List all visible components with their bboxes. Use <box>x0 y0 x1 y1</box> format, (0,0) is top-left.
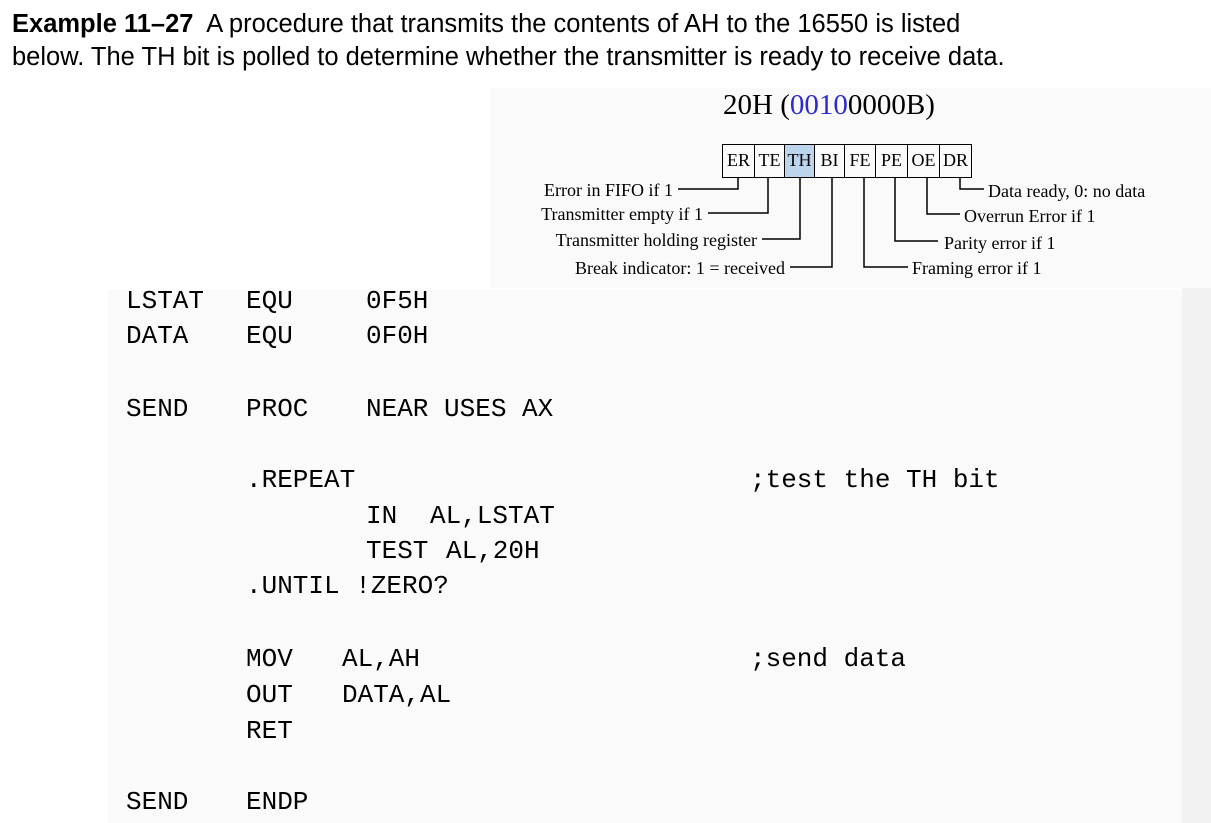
label-transmitter-empty: Transmitter empty if 1 <box>541 204 703 224</box>
label-break-indicator: Break indicator: 1 = received <box>574 258 785 278</box>
code-op: PROC <box>246 394 309 424</box>
code-op: EQU <box>246 321 293 351</box>
intro-text-1: A procedure that transmits the contents … <box>206 10 961 38</box>
bit-bi: BI <box>815 144 845 178</box>
code-op: EQU <box>246 286 293 316</box>
bit-dr: DR <box>940 144 972 178</box>
leader-pe <box>894 178 938 242</box>
code-op: ENDP <box>246 787 309 817</box>
code-operand: 0F0H <box>366 321 429 351</box>
leader-oe <box>926 178 960 215</box>
diagram-background <box>490 88 1211 288</box>
leader-te <box>708 178 769 214</box>
code-op: RET <box>246 716 293 746</box>
code-op: MOV <box>246 644 293 674</box>
leader-dr <box>959 178 984 190</box>
code-label: LSTAT <box>126 286 205 316</box>
label-framing-error: Framing error if 1 <box>912 258 1042 278</box>
leader-bi <box>790 178 833 268</box>
leader-th <box>762 178 801 240</box>
code-directive: .UNTIL !ZERO? <box>246 571 449 601</box>
code-comment: ;test the TH bit <box>750 465 1000 495</box>
example-label: Example 11–27 <box>12 10 194 38</box>
code-operand: AL,LSTAT <box>430 501 555 531</box>
status-register-bits: ER TE TH BI FE PE OE DR <box>722 144 972 178</box>
page-edge-strip <box>1182 288 1211 823</box>
code-label: SEND <box>126 787 189 817</box>
intro-line-2: below. The TH bit is polled to determine… <box>12 43 1005 71</box>
code-label: SEND <box>126 394 189 424</box>
code-operand: 0F5H <box>366 286 429 316</box>
code-comment: ;send data <box>750 644 907 674</box>
bit-th: TH <box>785 144 815 178</box>
label-data-ready: Data ready, 0: no data <box>988 181 1146 201</box>
bit-oe: OE <box>908 144 940 178</box>
code-label: DATA <box>126 321 189 351</box>
code-background <box>108 290 1182 823</box>
code-operand: DATA,AL <box>342 680 452 710</box>
code-operand: AL,20H <box>446 536 540 566</box>
bit-pe: PE <box>876 144 908 178</box>
code-directive: .REPEAT <box>246 465 356 495</box>
code-operand: NEAR USES AX <box>366 394 554 424</box>
hex-prefix: 20H ( <box>723 89 790 121</box>
label-error-fifo: Error in FIFO if 1 <box>544 180 673 200</box>
label-transmitter-holding: Transmitter holding register <box>555 230 757 250</box>
intro-paragraph: Example 11–27 A procedure that transmits… <box>12 8 1211 74</box>
code-op: TEST <box>366 536 429 566</box>
label-overrun-error: Overrun Error if 1 <box>964 206 1096 226</box>
hex-value-title: 20H (00100000B) <box>723 88 935 122</box>
code-operand: AL,AH <box>342 644 421 674</box>
hex-rest: 0000B) <box>847 89 935 121</box>
code-op: OUT <box>246 680 293 710</box>
hex-highlight-bits: 0010 <box>789 89 848 121</box>
leader-er <box>678 178 739 190</box>
bit-te: TE <box>755 144 785 178</box>
label-parity-error: Parity error if 1 <box>944 233 1056 253</box>
leader-lines <box>678 178 984 268</box>
bit-fe: FE <box>845 144 876 178</box>
code-op: IN <box>366 501 398 531</box>
leader-fe <box>863 178 908 268</box>
intro-line-1: Example 11–27 A procedure that transmits… <box>12 8 1211 41</box>
bit-er: ER <box>723 144 755 178</box>
